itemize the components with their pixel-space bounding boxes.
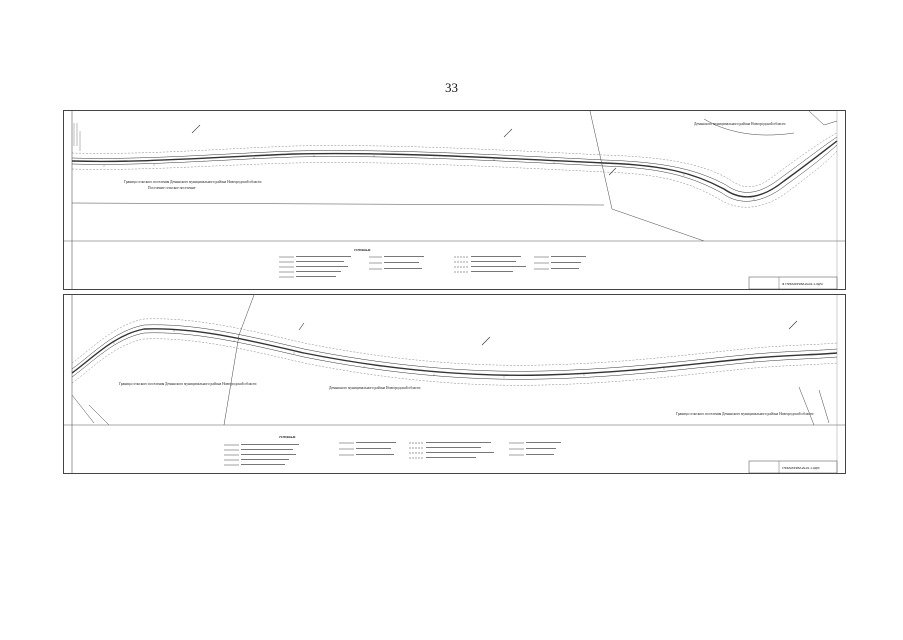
svg-text:УСЛОВНЫЕ: УСЛОВНЫЕ [279, 435, 296, 439]
sheet1-label-3: Демянского муниципального района Новгоро… [694, 122, 786, 126]
legend-sheet2: УСЛОВНЫЕ [224, 435, 561, 466]
sheet1-label-2: Поселение сельское поселение [148, 186, 196, 190]
sheet2-label-3: Граница сельского поселения Демянского м… [676, 412, 814, 416]
road-plan-drawing-1: Граница сельского поселения Демянского м… [64, 111, 845, 289]
svg-text:УСЛОВНЫЕ: УСЛОВНЫЕ [354, 248, 371, 252]
page-number: 33 [445, 80, 458, 95]
drawing-sheet-2: Граница сельского поселения Демянского м… [63, 294, 846, 474]
stamp-sheet2: ГЛ/ФАМ/РКВ/НАН/2-1-ЗД'Я [782, 466, 819, 470]
stamp-sheet1: Ф ГЛ/ФАМ/РКВ/НАН/2-1-ЗД'Я [782, 282, 823, 286]
sheet2-label-1: Граница сельского поселения Демянского м… [119, 382, 257, 386]
road-plan-drawing-2: Граница сельского поселения Демянского м… [64, 295, 845, 473]
sheet2-label-2: Демянского муниципального района Новгоро… [329, 386, 421, 390]
sheet1-label-1: Граница сельского поселения Демянского м… [124, 180, 262, 184]
legend-sheet1: УСЛОВНЫЕ [279, 248, 586, 278]
drawing-sheet-1: Граница сельского поселения Демянского м… [63, 110, 846, 290]
